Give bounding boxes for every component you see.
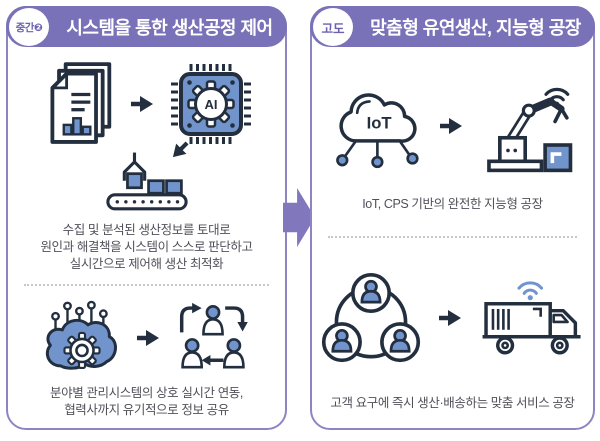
mid-row-analysis: AI <box>8 58 285 150</box>
arrow-right-icon <box>129 93 155 115</box>
mid-row-collaboration <box>8 292 285 384</box>
panel-advanced-title: 맞춤형 유연생산, 지능형 공장 <box>370 17 581 38</box>
iot-cloud-icon: IoT <box>329 83 424 169</box>
stage-badge-mid-label: 중간❷ <box>15 21 43 34</box>
ai-chip-icon: AI <box>169 62 253 146</box>
caption-line: 협력사까지 유기적으로 정보 공유 <box>64 403 229 417</box>
arrow-right-icon <box>438 115 464 137</box>
advanced-caption-delivery: 고객 요구에 즉시 생산·배송하는 맞춤 서비스 공장 <box>318 395 587 412</box>
arrow-right-icon <box>135 327 161 349</box>
caption-line: IoT, CPS 기반의 완전한 지능형 공장 <box>362 197 543 211</box>
arrow-down-left-icon <box>164 134 195 165</box>
caption-line: 고객 요구에 즉시 생산·배송하는 맞춤 서비스 공장 <box>330 396 575 410</box>
ai-brain-gear-icon <box>41 299 123 378</box>
advanced-caption-iot: IoT, CPS 기반의 완전한 지능형 공장 <box>318 196 587 213</box>
caption-line: 분야별 관리시스템의 상호 실시간 연동, <box>50 386 243 400</box>
caption-line: 원인과 해결책을 시스템이 스스로 판단하고 <box>40 240 253 254</box>
mid-row-conveyor <box>8 146 285 216</box>
stage-badge-advanced-label: 고도 <box>321 21 345 36</box>
panel-mid-stage: 중간❷ 시스템을 통한 생산공정 제어 <box>6 6 287 430</box>
people-cycle-icon <box>173 301 253 376</box>
mid-caption-optimization: 수집 및 분석된 생산정보를 토대로 원인과 해결책을 시스템이 스스로 판단하… <box>14 222 279 273</box>
advanced-row-delivery <box>312 256 593 380</box>
mid-caption-interlink: 분야별 관리시스템의 상호 실시간 연동, 협력사까지 유기적으로 정보 공유 <box>14 385 279 419</box>
ai-chip-label: AI <box>204 97 217 112</box>
panel-advanced-stage: 고도 맞춤형 유연생산, 지능형 공장 IoT <box>310 6 595 430</box>
documents-report-icon <box>41 62 115 146</box>
panel-mid-title: 시스템을 통한 생산공정 제어 <box>66 17 273 38</box>
stage-badge-advanced: 고도 <box>313 8 353 46</box>
section-divider <box>328 236 577 238</box>
wifi-icon <box>516 280 543 295</box>
panel-advanced-header: 고도 맞춤형 유연생산, 지능형 공장 <box>310 6 595 47</box>
advanced-row-iot: IoT <box>312 70 593 182</box>
caption-line: 수집 및 분석된 생산정보를 토대로 <box>62 223 231 237</box>
robot-arm-icon <box>478 78 576 174</box>
conveyor-belt-icon <box>103 151 191 212</box>
section-divider <box>24 284 269 286</box>
panel-mid-header: 중간❷ 시스템을 통한 생산공정 제어 <box>6 6 287 47</box>
arrow-right-icon <box>437 307 463 329</box>
iot-cloud-label: IoT <box>367 114 392 133</box>
smart-truck-icon <box>479 276 585 361</box>
stage-badge-mid: 중간❷ <box>9 8 49 46</box>
caption-line: 실시간으로 제어해 생산 최적화 <box>69 257 224 271</box>
people-network-icon <box>321 271 421 366</box>
